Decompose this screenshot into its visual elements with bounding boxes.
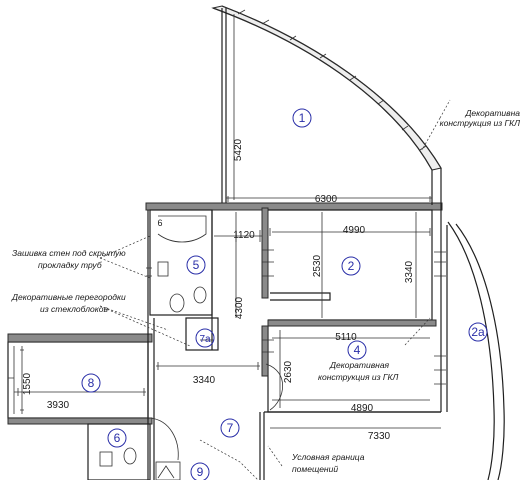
- wall-ticks: [8, 249, 446, 385]
- leader-wall-lining-1: [99, 235, 151, 259]
- leader-boundary: [267, 445, 283, 467]
- room-number-5: 5: [193, 258, 200, 272]
- wall-room2-left: [261, 207, 269, 299]
- wall-room8-bottom: [7, 417, 153, 425]
- room-number-7: 7: [227, 421, 234, 435]
- note-boundary-line2: помещений: [292, 464, 338, 474]
- toilet-6: [123, 447, 137, 465]
- note-deco-gkl-mid-line1: Декоративная: [329, 360, 390, 370]
- wall-right-deco: [431, 168, 442, 225]
- walls: [7, 5, 505, 480]
- room-circle-2: [341, 256, 361, 276]
- room9-fixture-mark: [157, 465, 175, 479]
- wall-room2-closet: [270, 292, 331, 301]
- dim-3340-horiz: 3340: [193, 375, 216, 386]
- note-leaders: [99, 99, 451, 467]
- dim-6300: 6300: [315, 194, 338, 205]
- dim-6-small: 6: [157, 218, 162, 228]
- wall-room4-left: [261, 325, 269, 377]
- leader-glass-2: [99, 305, 191, 347]
- note-boundary-line1: Условная граница: [291, 452, 365, 462]
- room-circle-1: [292, 108, 312, 128]
- room-number-2a: 2а: [471, 325, 485, 339]
- room-number-2: 2: [348, 259, 355, 273]
- dim-2530: 2530: [312, 254, 323, 277]
- note-deco-gkl-top-line2: конструкция из ГКЛ: [440, 118, 521, 128]
- dimension-lines: [8, 14, 446, 429]
- note-deco-gkl-top-line1: Декоративна: [464, 108, 520, 118]
- room-circle-9: [190, 462, 210, 480]
- dim-3930: 3930: [47, 400, 70, 411]
- bidet: [193, 286, 207, 304]
- wall-storage-7a: [185, 317, 219, 351]
- room-number-9: 9: [197, 465, 204, 479]
- dim-4300: 4300: [234, 296, 245, 319]
- conditional-boundary: [199, 439, 259, 480]
- dim-7330: 7330: [368, 431, 391, 442]
- bath-door-arc: [157, 215, 207, 243]
- sink: [157, 261, 169, 277]
- wall-horizontal-top: [145, 202, 443, 211]
- room-circle-7: [220, 418, 240, 438]
- room-number-6: 6: [114, 431, 121, 445]
- dimension-labels: 5420 6300 1120 4990 2530 3340 4300 5110 …: [22, 138, 415, 442]
- dim-4990: 4990: [343, 225, 366, 236]
- room-number-8: 8: [88, 376, 95, 390]
- dim-3340-vert: 3340: [404, 260, 415, 283]
- room-number-1: 1: [299, 111, 306, 125]
- dim-2630: 2630: [283, 360, 294, 383]
- room-circle-5: [186, 255, 206, 275]
- door-arc-7: [149, 417, 179, 461]
- note-glass-partitions-line1: Декоративные перегородки: [11, 292, 126, 302]
- door-arc-corridor: [265, 363, 283, 411]
- dim-1550: 1550: [22, 372, 33, 395]
- leader-glass-1: [99, 305, 169, 331]
- dim-ticks: [17, 196, 431, 411]
- wall-room2-room4: [267, 319, 437, 327]
- note-wall-lining-line1: Зашивка стен под скрытую: [12, 248, 126, 258]
- curved-wall-room1: [212, 5, 442, 171]
- room9-fixture: [155, 461, 181, 480]
- note-deco-gkl-mid-line2: конструкция из ГКЛ: [318, 372, 399, 382]
- balcony-2a-outer: [447, 221, 495, 480]
- room-number-4: 4: [354, 343, 361, 357]
- note-glass-partitions-line2: из стеклоблоков: [40, 304, 108, 314]
- annotations: Декоративна конструкция из ГКЛ Зашивка с…: [11, 108, 520, 474]
- room-circle-2a: [468, 322, 488, 342]
- dim-4890: 4890: [351, 403, 374, 414]
- balcony-2a-outer2: [455, 223, 505, 480]
- leader-deco-top-2: [439, 99, 451, 119]
- dim-5110: 5110: [335, 332, 357, 343]
- curved-wall-ribs: [237, 9, 427, 151]
- room-circle-8: [81, 373, 101, 393]
- toilet: [169, 293, 185, 313]
- room-circle-6: [107, 428, 127, 448]
- wall-room8-top: [7, 333, 153, 343]
- dim-1120: 1120: [233, 230, 255, 241]
- room-circle-7a: [195, 328, 215, 348]
- washbasin-6: [99, 451, 113, 467]
- room-number-7a: 7а: [199, 334, 211, 345]
- room-circle-4: [347, 340, 367, 360]
- wall-room6: [87, 423, 151, 480]
- dim-5420: 5420: [233, 138, 244, 161]
- curved-wall-room1-fill: [211, 5, 442, 171]
- note-wall-lining-line2: прокладку труб: [38, 260, 103, 270]
- leader-wall-lining-2: [99, 257, 151, 279]
- room-markers: 1 2 2а 4 5 6 7 7а 8 9: [81, 108, 488, 480]
